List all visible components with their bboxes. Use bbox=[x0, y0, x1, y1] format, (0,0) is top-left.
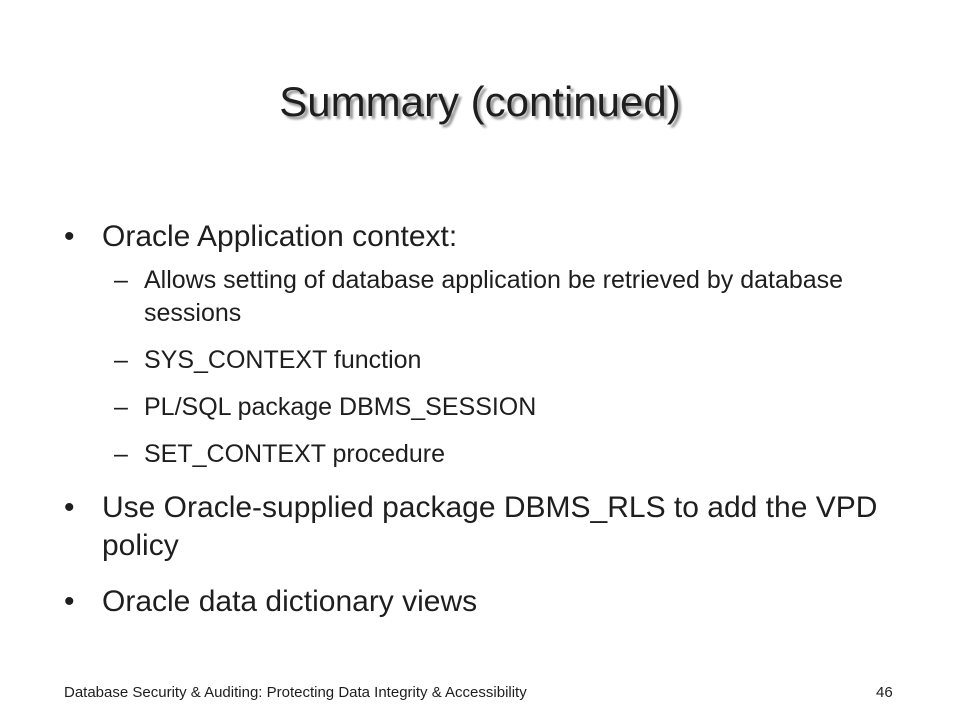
sub-list: – Allows setting of database application… bbox=[64, 264, 894, 471]
sub-bullet-mark: – bbox=[114, 346, 128, 374]
slide-title: Summary (continued) bbox=[279, 78, 681, 125]
slide-content: • Oracle Application context: – Allows s… bbox=[64, 218, 894, 621]
sub-bullet-mark: – bbox=[114, 440, 128, 468]
bullet-item: • Oracle Application context: bbox=[64, 218, 894, 256]
bullet-text: Use Oracle-supplied package DBMS_RLS to … bbox=[102, 491, 878, 562]
sub-item: – Allows setting of database application… bbox=[64, 264, 894, 330]
sub-bullet-mark: – bbox=[114, 393, 128, 421]
page-number: 46 bbox=[876, 684, 893, 701]
sub-item: – SET_CONTEXT procedure bbox=[64, 438, 894, 471]
sub-item-text: Allows setting of database application b… bbox=[144, 266, 844, 327]
sub-item-text: SET_CONTEXT procedure bbox=[144, 440, 446, 468]
sub-item-text: SYS_CONTEXT function bbox=[144, 346, 422, 374]
sub-item: – SYS_CONTEXT function bbox=[64, 344, 894, 377]
bullet-item: • Use Oracle-supplied package DBMS_RLS t… bbox=[64, 489, 894, 565]
bullet-text: Oracle Application context: bbox=[102, 220, 458, 253]
bullet-text: Oracle data dictionary views bbox=[102, 585, 478, 618]
bullet-mark: • bbox=[64, 585, 75, 618]
footer-text: Database Security & Auditing: Protecting… bbox=[64, 684, 527, 701]
sub-item-text: PL/SQL package DBMS_SESSION bbox=[144, 393, 537, 421]
bullet-mark: • bbox=[64, 491, 75, 524]
bullet-item: • Oracle data dictionary views bbox=[64, 583, 894, 621]
bullet-mark: • bbox=[64, 220, 75, 253]
sub-item: – PL/SQL package DBMS_SESSION bbox=[64, 391, 894, 424]
sub-bullet-mark: – bbox=[114, 266, 128, 294]
